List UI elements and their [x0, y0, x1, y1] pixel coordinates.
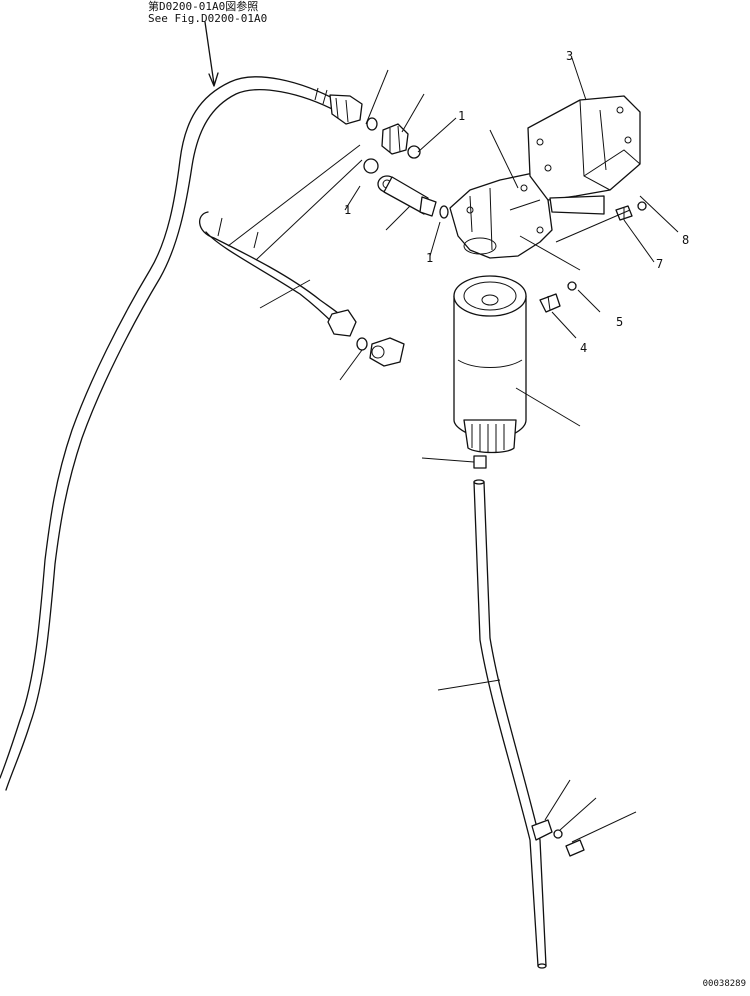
leader-lines	[227, 57, 679, 843]
filter-head-bolt	[539, 293, 561, 313]
hose-nut-top	[329, 94, 363, 125]
o-ring-elbow	[439, 205, 449, 219]
reference-arrow	[204, 21, 219, 87]
callout-bracket-bolt: 8	[682, 233, 689, 247]
o-ring-adapter	[407, 145, 421, 159]
hose-clamp	[531, 819, 553, 841]
callout-o-ring: 1	[344, 203, 351, 217]
o-ring-lower	[356, 337, 368, 351]
callout-filter-bolt: 4	[580, 341, 587, 355]
return-hose	[0, 76, 341, 791]
reference-note-en: See Fig.D0200-01A0	[148, 12, 268, 25]
o-ring-left	[363, 158, 379, 174]
callout-bracket: 3	[566, 49, 573, 63]
drain-hose	[473, 479, 547, 969]
callout-filter-washer: 5	[616, 315, 623, 329]
drawing-number: 00038289	[702, 979, 746, 989]
clamp-washer	[553, 829, 563, 839]
clamp-bolt	[565, 839, 585, 857]
bracket-washer	[637, 201, 647, 211]
elbow-fitting	[377, 175, 437, 217]
callout-o-ring-elbow: 1	[426, 251, 433, 265]
supply-hose	[199, 211, 357, 337]
elbow-adapter-lower	[369, 337, 405, 367]
adapter-top	[381, 123, 409, 155]
o-ring-top	[366, 117, 378, 131]
fuel-filter	[453, 275, 527, 454]
mounting-bracket	[527, 95, 641, 215]
callout-filter-head: 1	[458, 109, 465, 123]
filter-head	[449, 171, 553, 259]
drain-valve	[473, 455, 487, 469]
filter-head-washer	[567, 281, 577, 291]
reference-note-jp: 第D0200-01A0図参照	[148, 0, 259, 13]
callout-bracket-washer: 7	[656, 257, 663, 271]
